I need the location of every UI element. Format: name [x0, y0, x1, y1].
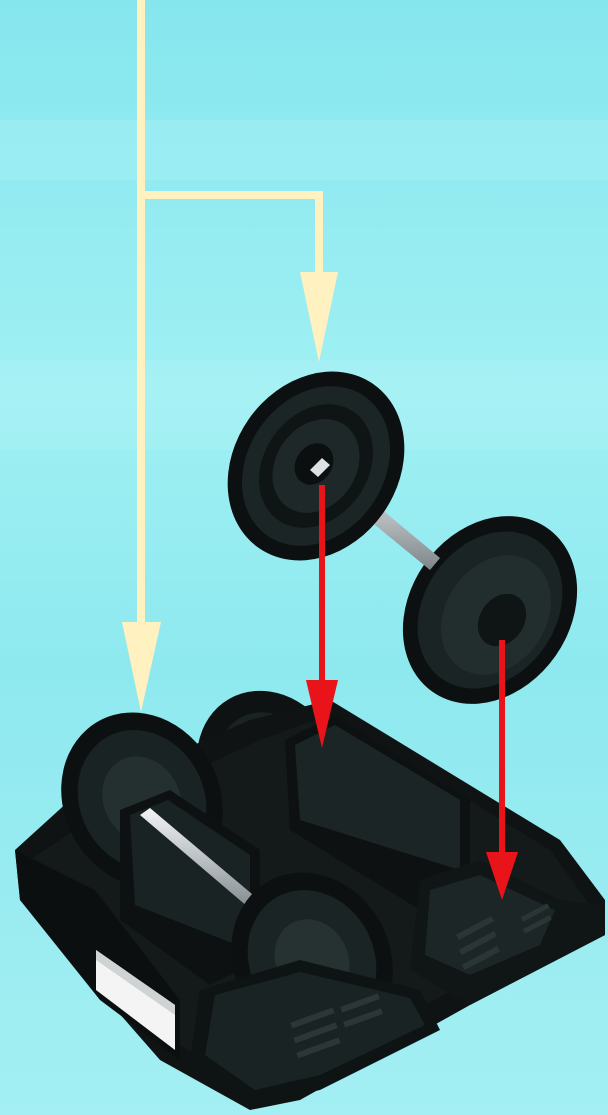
instruction-step-scene	[0, 0, 608, 1115]
instruction-illustration	[0, 0, 608, 1115]
